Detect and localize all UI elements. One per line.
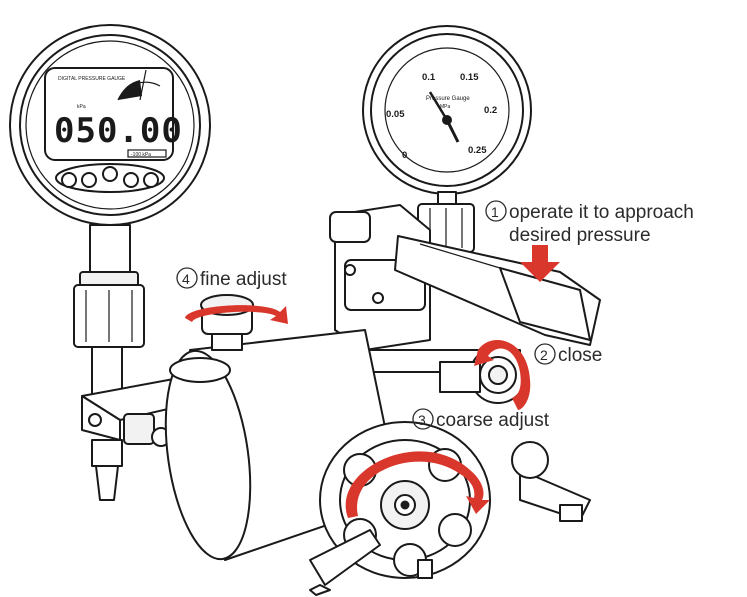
gauge-button-panel: [55, 163, 165, 193]
gauge-needle: [428, 91, 449, 121]
fine-adjust-knob[interactable]: [200, 294, 254, 351]
dial-title: Pressure Gauge: [426, 96, 470, 102]
step-2-text: close: [558, 345, 602, 366]
pressure-reading: 050.00: [54, 111, 183, 151]
coarse-adjust-arrow: [345, 451, 490, 518]
step-1-text-line2: desired pressure: [509, 225, 651, 246]
analog-pressure-gauge: 0 0.05 0.1 0.15 0.2 0.25 Pressure Gauge …: [362, 25, 532, 253]
scale-005: 0.05: [386, 109, 405, 120]
operation-arrows: [185, 245, 560, 518]
fine-adjust-arrow: [185, 305, 288, 324]
callout-step-4: 4 fine adjust: [176, 267, 287, 290]
gauge-button-2[interactable]: [81, 172, 97, 188]
scale-0: 0: [402, 150, 407, 161]
step-4-number: 4: [182, 271, 190, 287]
range-label: -100 kPa: [131, 152, 151, 158]
unit-label: kPa: [77, 104, 86, 110]
step-1-number: 1: [491, 204, 499, 220]
callout-step-2: 2 close: [534, 343, 602, 366]
digital-pressure-gauge: DIGITAL PRESSURE GAUGE kPa 050.00 -100 k…: [9, 24, 211, 398]
gauge-button-4[interactable]: [123, 172, 139, 188]
step-4-text: fine adjust: [200, 269, 287, 290]
step-2-number: 2: [540, 347, 548, 363]
scale-02: 0.2: [484, 105, 497, 116]
scale-015: 0.15: [460, 72, 479, 83]
gauge-button-5[interactable]: [143, 172, 159, 188]
gauge-brand-text: DIGITAL PRESSURE GAUGE: [58, 76, 126, 82]
step-1-text-line1: operate it to approach: [509, 202, 694, 223]
gauge-button-3[interactable]: [102, 166, 118, 182]
callout-step-1: 1 operate it to approach desired pressur…: [485, 200, 694, 246]
dial-unit: MPa: [440, 104, 451, 110]
close-valve-arrow: [474, 340, 531, 410]
step-3-text: coarse adjust: [436, 410, 550, 431]
callout-step-3: 3 coarse adjust: [412, 408, 550, 431]
press-down-arrow: [520, 245, 560, 282]
scale-01: 0.1: [422, 72, 436, 83]
gauge-button-1[interactable]: [61, 172, 77, 188]
step-3-number: 3: [418, 412, 426, 428]
scale-025: 0.25: [468, 145, 487, 156]
